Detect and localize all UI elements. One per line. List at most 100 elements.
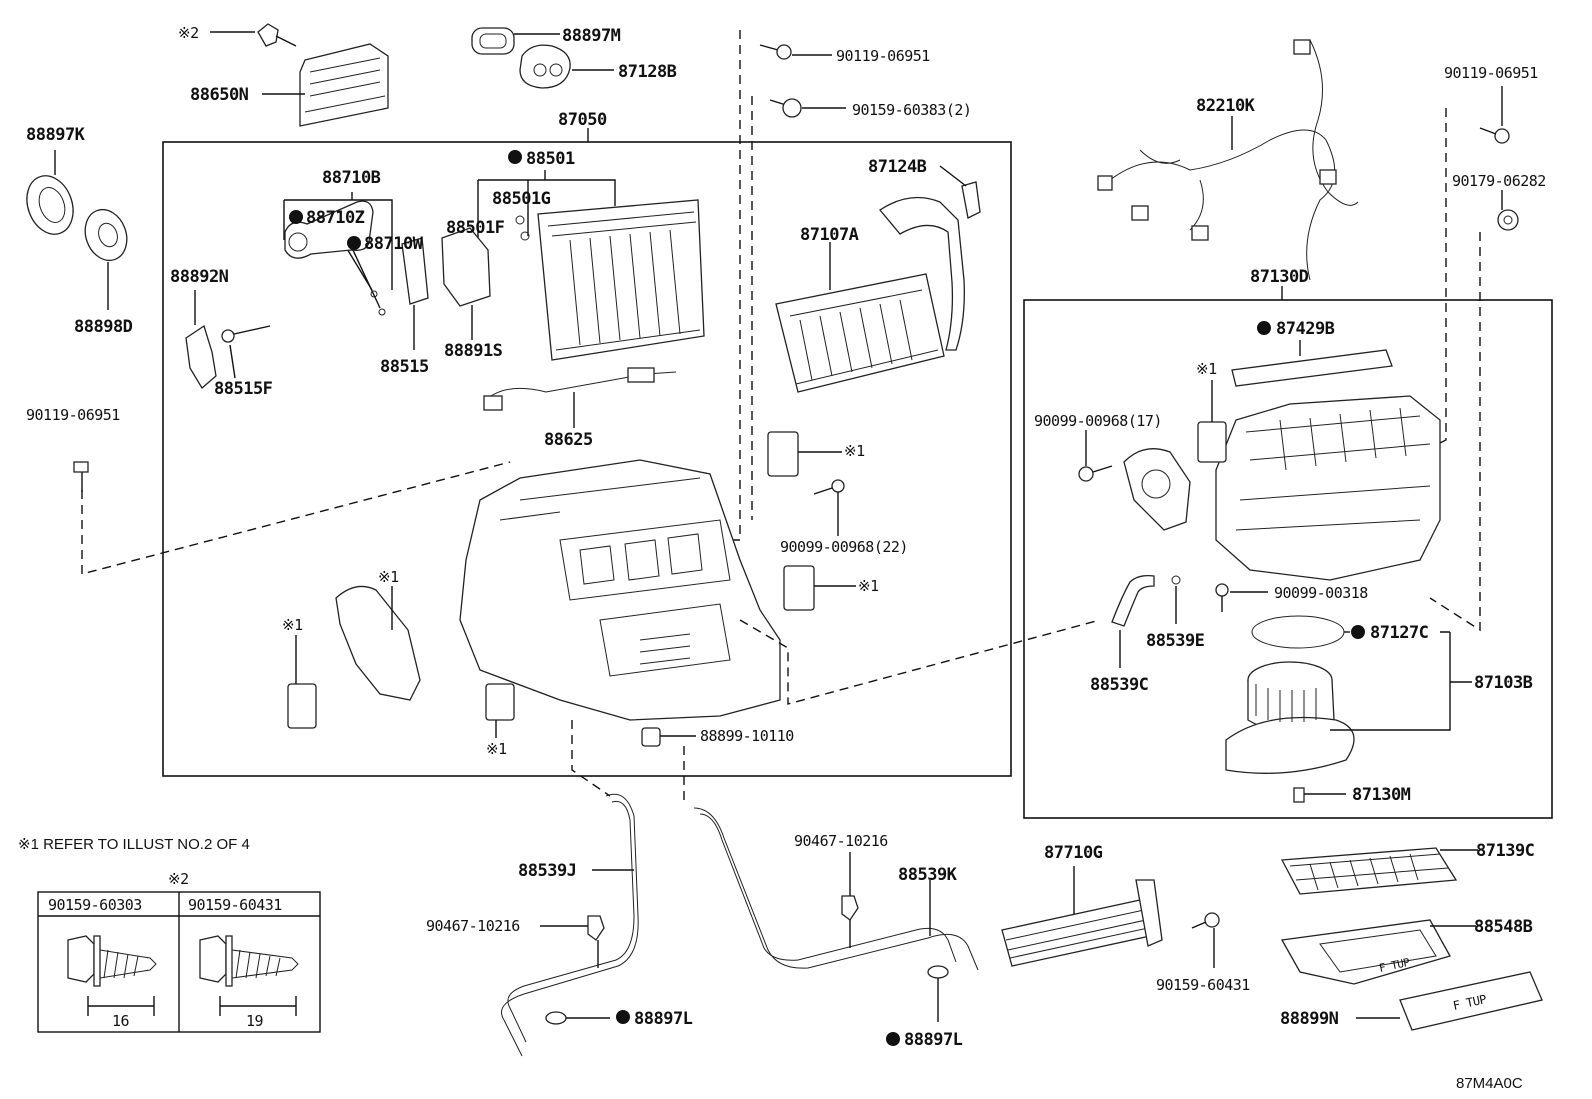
seal-88898d-icon	[84, 208, 128, 262]
clip-90467-left-icon	[587, 915, 605, 941]
label-x1-b: ※1	[858, 577, 879, 595]
label-90467-mid: 90467-10216	[794, 832, 888, 850]
label-88539c: 88539C	[1090, 675, 1148, 695]
label-90159-60431-b: 90159-60431	[1156, 976, 1250, 994]
label-88501: 88501	[526, 149, 575, 169]
gasket-88897m-icon	[471, 27, 515, 55]
diagram-code: 87M4A0C	[1456, 1075, 1523, 1092]
heater-core-87107a-icon	[775, 196, 965, 393]
label-88710w: 88710W	[364, 234, 424, 254]
label-90467-left: 90467-10216	[426, 917, 520, 935]
label-87128b: 87128B	[618, 62, 677, 82]
label-87710g: 87710G	[1044, 843, 1103, 863]
pipe-88539j-icon	[501, 793, 639, 1057]
label-87103b: 87103B	[1474, 673, 1533, 693]
label-88897k: 88897K	[26, 125, 86, 145]
label-88501g: 88501G	[492, 189, 551, 209]
label-90119-left: 90119-06951	[26, 406, 120, 424]
grommet-88897l-left-icon	[545, 1011, 567, 1025]
label-x1-c: ※1	[378, 568, 399, 586]
evaporator-88501-icon	[537, 199, 705, 361]
label-87130d: 87130D	[1250, 267, 1309, 287]
blower-housing-icon	[1215, 395, 1441, 581]
harness-88625-icon	[483, 367, 677, 411]
label-88650n: 88650N	[190, 85, 249, 105]
table-col1: 90159-60303	[48, 896, 142, 914]
nut-90179-06282-icon	[1497, 209, 1519, 231]
pad-88899-10110-icon	[641, 727, 661, 747]
label-90179-06282: 90179-06282	[1452, 172, 1546, 190]
label-90099-00968-22: 90099-00968(22)	[780, 538, 908, 556]
label-88892n: 88892N	[170, 267, 229, 287]
table-dim1: 16	[112, 1012, 130, 1030]
wire-harness-82210k-icon	[1097, 39, 1359, 281]
actuator-blower-icon	[1197, 421, 1227, 463]
label-88899-10110: 88899-10110	[700, 727, 794, 745]
screw-90099-00968-icon	[813, 479, 845, 495]
label-88539k: 88539K	[898, 865, 958, 885]
connector-88891s-icon	[441, 227, 491, 307]
label-88898d: 88898D	[74, 317, 133, 337]
actuator-left-icon	[287, 683, 317, 729]
bolt-spec-table	[37, 891, 321, 1033]
sensor-88515-icon	[401, 237, 429, 305]
label-88897l-mid: 88897L	[904, 1030, 963, 1050]
label-x2-top: ※2	[178, 24, 199, 42]
blower-assembly-frame	[1023, 299, 1553, 819]
screw-90159-60431-icon	[1191, 912, 1220, 929]
label-88515: 88515	[380, 357, 429, 377]
label-88710b: 88710B	[322, 168, 381, 188]
label-88515f: 88515F	[214, 379, 273, 399]
label-90119-right: 90119-06951	[1444, 64, 1538, 82]
screw-90099-00968-17-icon	[1078, 465, 1113, 482]
label-x1-a: ※1	[844, 442, 865, 460]
label-88501f: 88501F	[446, 218, 505, 238]
actuator-bottom-icon	[485, 683, 515, 721]
tag-text-1: F TUP	[1378, 956, 1412, 975]
label-87130m: 87130M	[1352, 785, 1411, 805]
label-87124b: 87124B	[868, 157, 927, 177]
main-assembly-frame	[162, 141, 1012, 777]
label-82210k: 82210K	[1196, 96, 1256, 116]
label-88625: 88625	[544, 430, 593, 450]
screw-right-top-icon	[1479, 127, 1510, 144]
refer-note: ※1 REFER TO ILLUST NO.2 OF 4	[18, 836, 250, 853]
label-90119-top: 90119-06951	[836, 47, 930, 65]
gasket-ring-87127c-icon	[1251, 615, 1345, 649]
label-87127c: 87127C	[1370, 623, 1428, 643]
marker-dot	[289, 210, 303, 224]
screw-90099-00318-icon	[1215, 583, 1229, 612]
bracket-88650n-icon	[299, 43, 389, 127]
bolt-88515f-icon	[221, 325, 271, 343]
tag-88899n-icon	[1399, 971, 1543, 1031]
label-88539e: 88539E	[1146, 631, 1205, 651]
screw-87130m-icon	[1293, 787, 1305, 803]
fan-motor-cover-icon	[1123, 448, 1191, 531]
label-90159-60383: 90159-60383(2)	[852, 101, 971, 119]
marker-dot	[1351, 625, 1365, 639]
clip-87124b-icon	[961, 181, 981, 219]
screw-left-icon	[73, 461, 89, 473]
label-87050: 87050	[558, 110, 607, 130]
label-88710z: 88710Z	[306, 208, 365, 228]
hvac-housing-icon	[459, 459, 781, 721]
tag-text-2: F TUP	[1452, 992, 1488, 1013]
label-x1-f: ※1	[1196, 360, 1217, 378]
clip-90467-mid-icon	[841, 895, 859, 921]
cabin-filter-87139c-icon	[1280, 847, 1458, 895]
ptc-heater-87710g-icon	[1001, 879, 1163, 967]
bolt-icon	[257, 23, 297, 47]
marker-dot	[886, 1032, 900, 1046]
seal-strip-87429b-icon	[1231, 349, 1393, 387]
label-87429b: 87429B	[1276, 319, 1335, 339]
clip-88892n-icon	[185, 324, 217, 389]
actuator-lower-icon	[783, 565, 815, 611]
pipe-88539k-icon	[693, 807, 979, 971]
grommet-88897l-mid-icon	[927, 965, 949, 979]
label-x1-e: ※1	[486, 740, 507, 758]
duct-88539c-icon	[1111, 574, 1155, 627]
filter-case-88548b-icon	[1280, 919, 1451, 985]
label-90099-00318: 90099-00318	[1274, 584, 1368, 602]
label-88897l-left: 88897L	[634, 1009, 693, 1029]
